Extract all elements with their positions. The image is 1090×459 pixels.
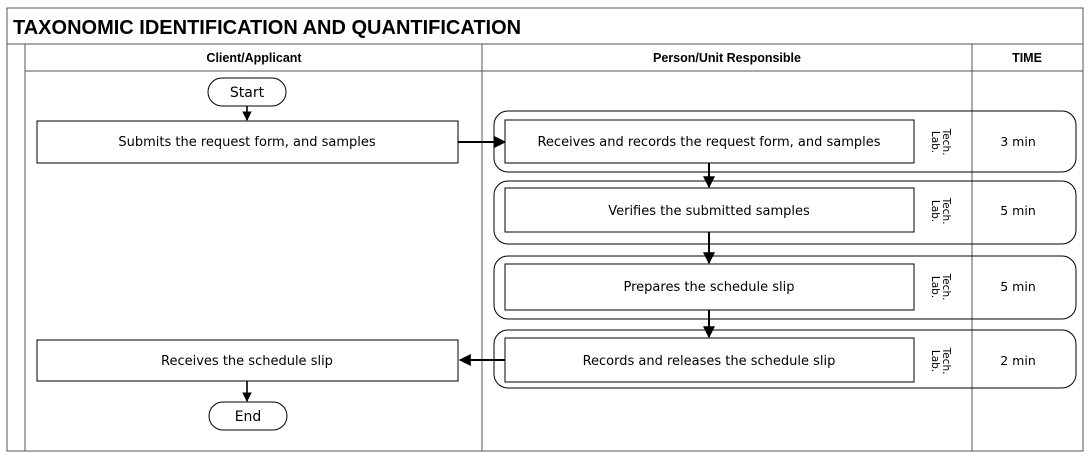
step-4-responsible: Lab. Tech. [929, 347, 952, 375]
step-3-box [504, 263, 915, 311]
step-2-responsible-line-1: Lab. [929, 200, 941, 222]
step-3-responsible-line-1: Lab. [929, 276, 941, 298]
step-1-box [504, 119, 915, 164]
start-label: Start [230, 85, 265, 101]
step-4-time: 2 min [1000, 353, 1036, 368]
step-group-1 [493, 110, 1077, 173]
step-4-box [504, 337, 915, 383]
step-2-responsible: Lab. Tech. [929, 197, 952, 225]
step-2-responsible-line-2: Tech. [940, 197, 952, 225]
end-terminal [208, 401, 288, 431]
step-3-label: Prepares the schedule slip [624, 280, 795, 295]
outer-frame [6, 7, 1084, 452]
step-4-label: Records and releases the schedule slip [583, 354, 836, 369]
step-1-label: Receives and records the request form, a… [537, 135, 880, 150]
step-2-time: 5 min [1000, 203, 1036, 218]
step-3-responsible-line-2: Tech. [940, 273, 952, 301]
step-1-responsible-line-1: Lab. [929, 131, 941, 153]
step-4-responsible-line-2: Tech. [940, 347, 952, 375]
column-header-client: Client/Applicant [206, 51, 302, 65]
receive-schedule-label: Receives the schedule slip [161, 354, 333, 369]
column-header-time: TIME [1012, 51, 1042, 65]
end-label: End [235, 409, 262, 425]
step-1-responsible: Lab. Tech. [929, 128, 952, 156]
column-header-person: Person/Unit Responsible [653, 51, 801, 65]
step-group-2 [493, 180, 1077, 245]
submit-request-label: Submits the request form, and samples [118, 135, 375, 150]
step-3-time: 5 min [1000, 279, 1036, 294]
receive-schedule-box [36, 339, 459, 382]
page-title: TAXONOMIC IDENTIFICATION AND QUANTIFICAT… [13, 17, 521, 39]
step-2-label: Verifies the submitted samples [608, 204, 810, 219]
step-1-time: 3 min [1000, 134, 1036, 149]
step-group-3 [493, 255, 1077, 320]
step-4-responsible-line-1: Lab. [929, 350, 941, 372]
step-1-responsible-line-2: Tech. [940, 128, 952, 156]
step-3-responsible: Lab. Tech. [929, 273, 952, 301]
